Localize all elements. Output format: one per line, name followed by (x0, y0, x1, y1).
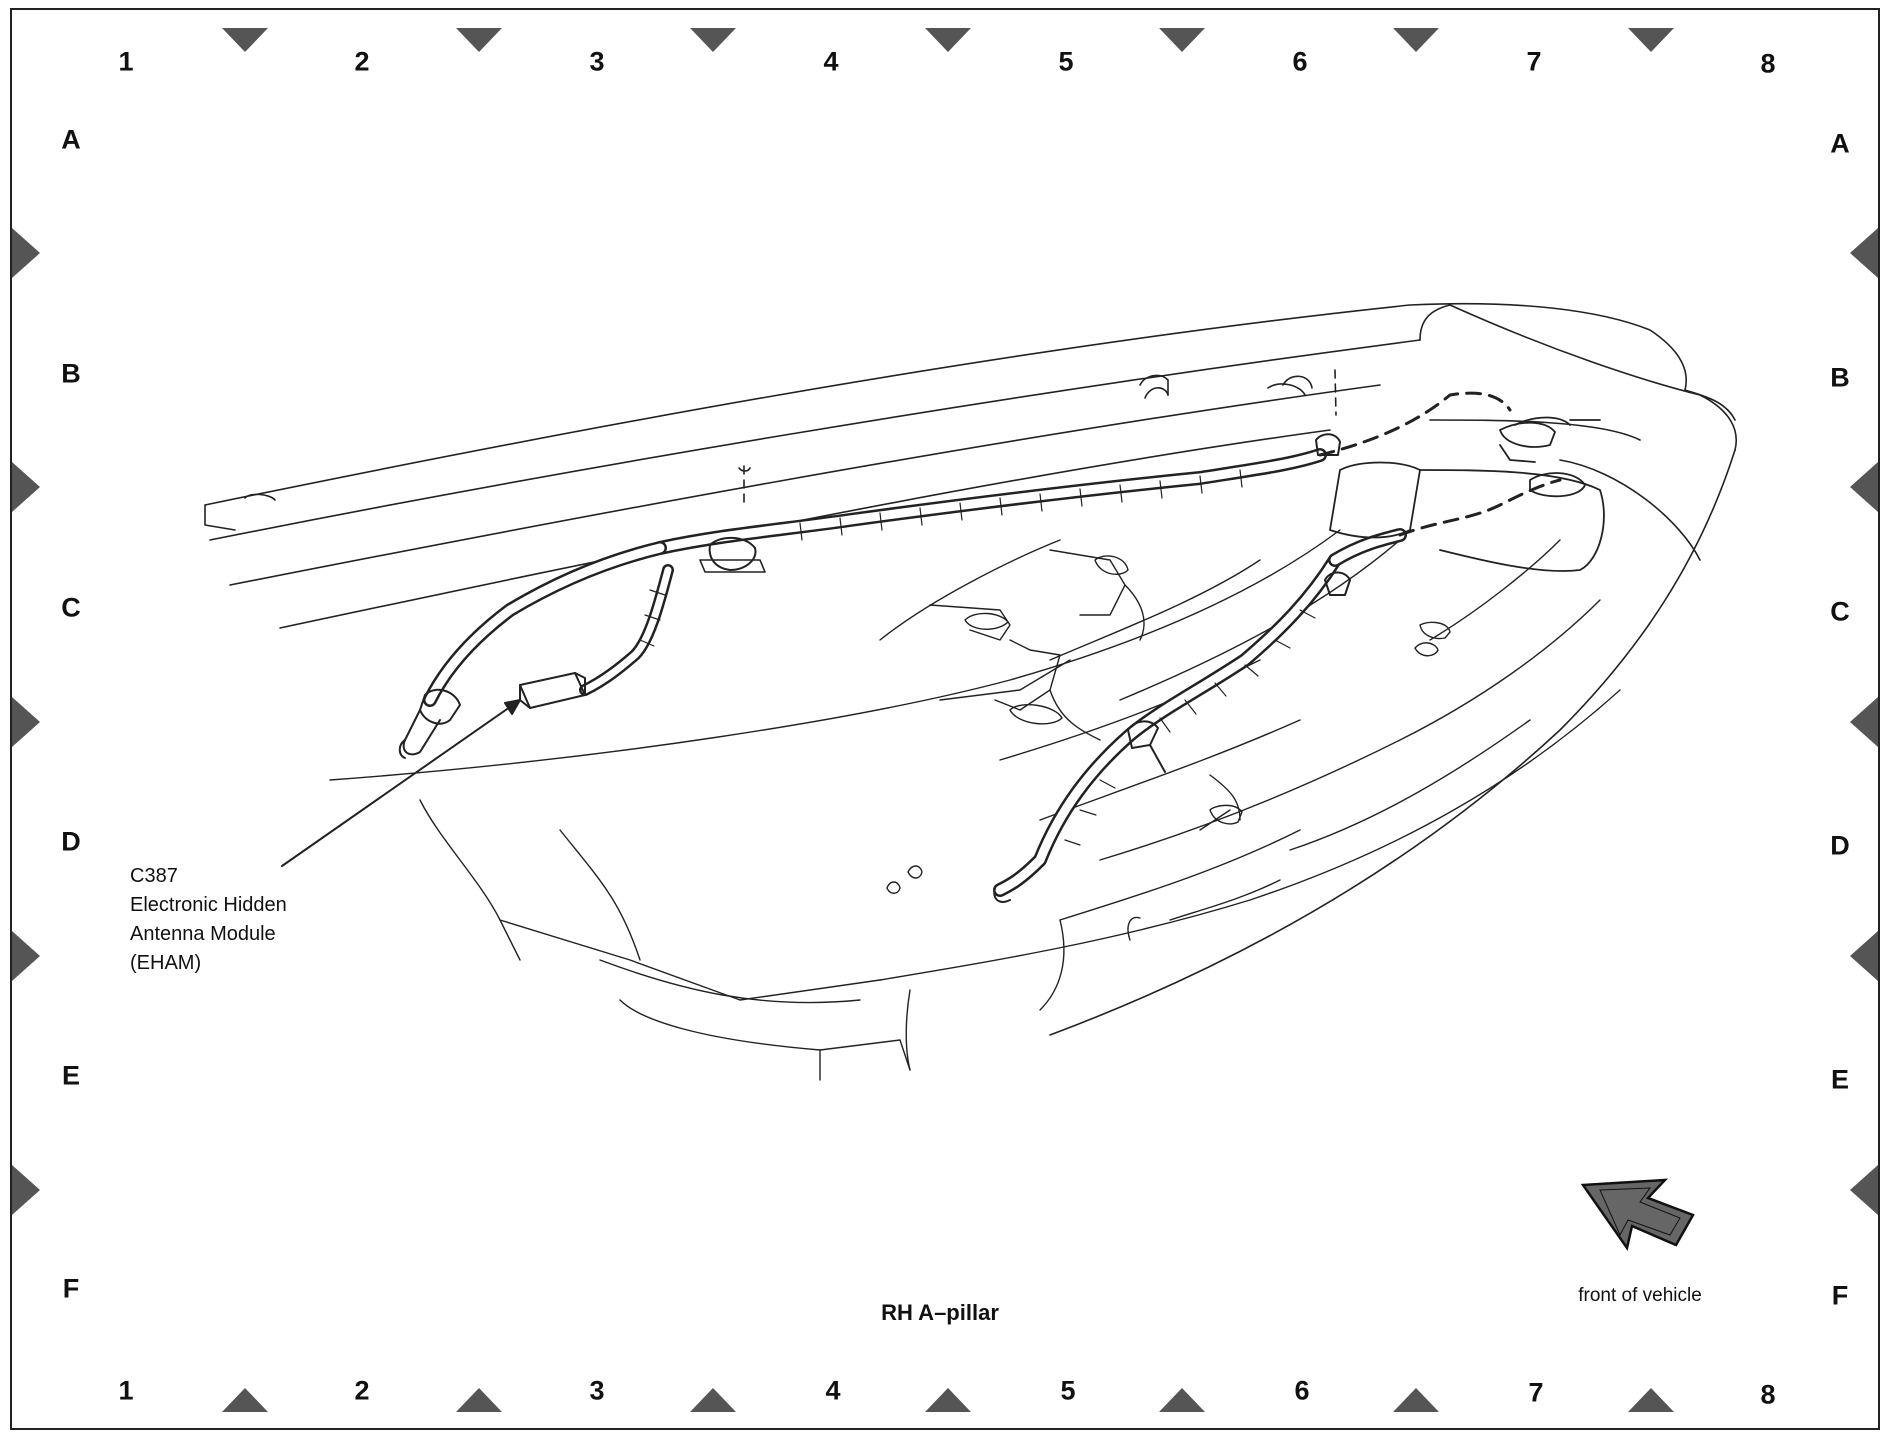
grid-row-label-left: A (61, 124, 81, 155)
grid-row-label-right: B (1830, 362, 1850, 393)
connector-id-label: C387 (130, 865, 178, 887)
grid-column-label-bottom: 6 (1294, 1375, 1310, 1406)
drawing-frame (10, 8, 1880, 1430)
grid-column-label-top: 4 (823, 46, 839, 77)
grid-row-label-right: D (1830, 830, 1850, 861)
grid-row-label-left: D (61, 826, 81, 857)
forward-housing (1329, 416, 1605, 572)
front-of-vehicle-label: front of vehicle (1578, 1285, 1702, 1306)
grid-column-label-bottom: 5 (1060, 1375, 1076, 1406)
grid-marker-left-2 (12, 462, 40, 512)
grid-marker-top-1 (222, 28, 268, 52)
antenna-harness-pillar (993, 528, 1407, 903)
grid-marker-left-3 (12, 697, 40, 747)
grid-column-label-top: 8 (1760, 48, 1776, 79)
grid-marker-right-2 (1850, 462, 1878, 512)
grid-column-label-bottom: 7 (1528, 1377, 1544, 1408)
grid-marker-bottom-5 (1159, 1388, 1205, 1412)
grid-marker-top-3 (690, 28, 736, 52)
grid-marker-top-2 (456, 28, 502, 52)
grid-column-label-top: 5 (1058, 46, 1074, 77)
grid-marker-top-4 (925, 28, 971, 52)
grid-marker-left-4 (12, 931, 40, 981)
grid-marker-top-5 (1159, 28, 1205, 52)
grid-marker-right-3 (1850, 697, 1878, 747)
grid-marker-bottom-4 (925, 1388, 971, 1412)
grid-marker-left-1 (12, 228, 40, 278)
grid-marker-right-1 (1850, 228, 1878, 278)
callout-leader (281, 699, 521, 867)
grid-row-label-left: C (61, 592, 81, 623)
grid-row-label-right: C (1830, 596, 1850, 627)
grid-row-label-right: E (1830, 1064, 1850, 1095)
grid-row-label-left: B (61, 358, 81, 389)
pillar-inner-structure (329, 529, 1621, 1081)
grid-row-label-right: A (1830, 128, 1850, 159)
rail-fasteners (738, 369, 1337, 506)
grid-marker-bottom-3 (690, 1388, 736, 1412)
eham-callout: C387 Electronic Hidden Antenna Module (E… (130, 862, 287, 978)
callout-line-3: (EHAM) (130, 952, 202, 974)
callout-line-1: Electronic Hidden (130, 894, 287, 916)
grid-row-label-right: F (1831, 1280, 1849, 1311)
grid-column-label-bottom: 3 (589, 1375, 605, 1406)
antenna-connector-end (398, 688, 461, 759)
roof-rail-panel (204, 302, 1737, 1036)
grid-marker-bottom-7 (1628, 1388, 1674, 1412)
grid-column-label-top: 3 (589, 46, 605, 77)
grid-marker-left-5 (12, 1165, 40, 1215)
grid-marker-bottom-1 (222, 1388, 268, 1412)
hidden-routing-path (1318, 391, 1562, 537)
grid-column-label-bottom: 2 (354, 1375, 370, 1406)
grid-marker-bottom-6 (1393, 1388, 1439, 1412)
grid-row-label-left: F (62, 1273, 80, 1304)
grid-marker-top-7 (1628, 28, 1674, 52)
grid-column-label-top: 7 (1526, 46, 1542, 77)
callout-line-2: Antenna Module (130, 923, 276, 945)
grid-column-label-bottom: 1 (118, 1375, 134, 1406)
grid-column-label-top: 6 (1292, 46, 1308, 77)
grid-column-label-top: 2 (354, 46, 370, 77)
grid-column-label-bottom: 8 (1760, 1379, 1776, 1410)
grid-row-label-left: E (61, 1060, 81, 1091)
grid-column-label-bottom: 4 (825, 1375, 841, 1406)
antenna-harness-rear (423, 433, 1341, 707)
grid-marker-right-5 (1850, 1165, 1878, 1215)
grid-column-label-top: 1 (118, 46, 134, 77)
grid-marker-right-4 (1850, 931, 1878, 981)
front-direction-arrow-icon (1580, 1178, 1695, 1252)
grid-marker-top-6 (1393, 28, 1439, 52)
grid-marker-bottom-2 (456, 1388, 502, 1412)
diagram-caption: RH A–pillar (881, 1300, 999, 1325)
